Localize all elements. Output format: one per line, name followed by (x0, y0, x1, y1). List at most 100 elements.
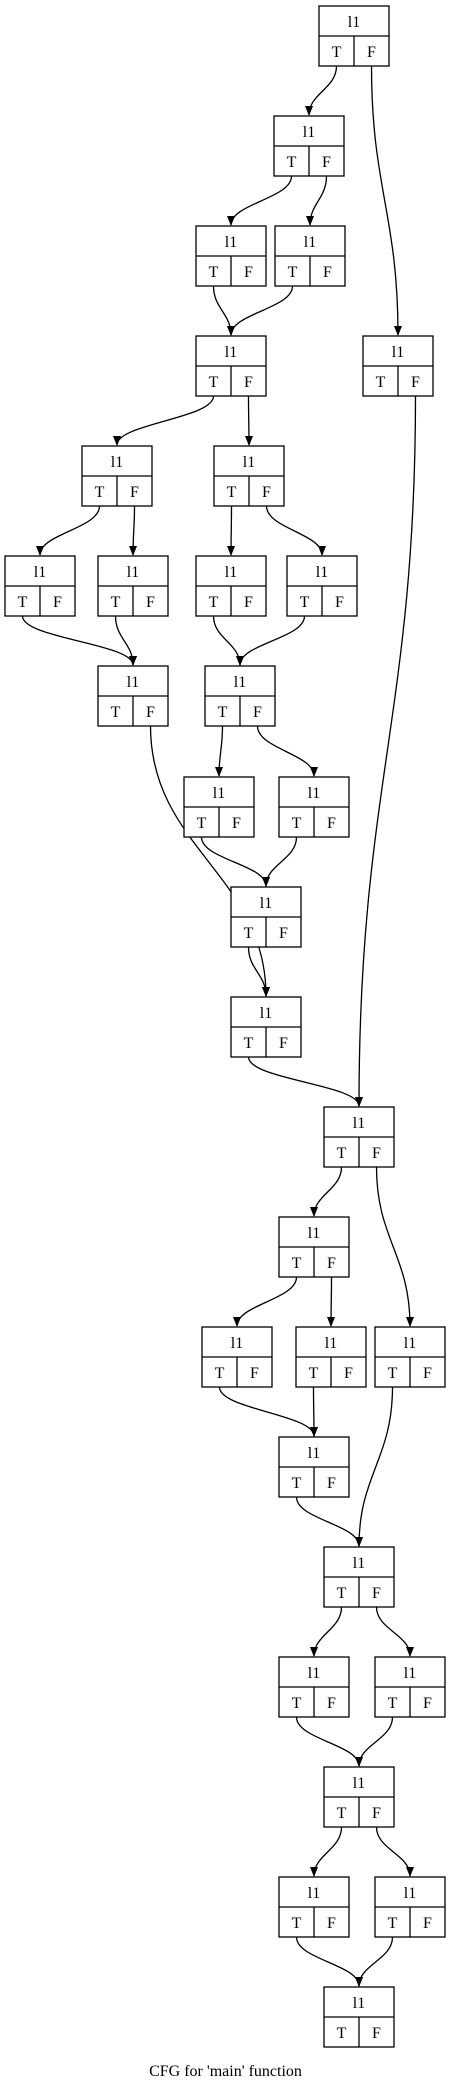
true-port-label: T (337, 1585, 347, 1602)
cfg-edge (306, 175, 328, 226)
cfg-edge (218, 1386, 318, 1437)
true-port-label: T (95, 484, 105, 501)
false-port-label: F (53, 594, 62, 611)
node-label: l1 (353, 1775, 365, 1792)
cfg-edge (295, 1716, 363, 1767)
true-port-label: T (244, 1035, 254, 1052)
false-port-label: F (423, 1915, 432, 1932)
cfg-edge (227, 505, 236, 556)
cfg-edge (355, 1386, 394, 1547)
true-port-label: T (292, 1695, 302, 1712)
cfg-edge (113, 395, 215, 446)
node-label: l1 (308, 1885, 320, 1902)
cfg-node: l1T F (183, 776, 255, 838)
cfg-edge (149, 725, 270, 997)
true-port-label: T (292, 1915, 302, 1932)
node-label: l1 (231, 1335, 243, 1352)
node-label: l1 (260, 895, 272, 912)
node-label: l1 (308, 785, 320, 802)
true-port-label: T (209, 264, 219, 281)
false-port-label: F (232, 815, 241, 832)
true-port-label: T (197, 815, 207, 832)
cfg-node: l1T F (195, 225, 267, 287)
true-port-label: T (215, 1365, 225, 1382)
true-port-label: T (388, 1915, 398, 1932)
false-port-label: F (372, 1805, 381, 1822)
true-port-label: T (337, 2025, 347, 2042)
true-port-label: T (292, 815, 302, 832)
false-port-label: F (146, 704, 155, 721)
true-port-label: T (218, 704, 228, 721)
false-port-label: F (253, 704, 262, 721)
node-label: l1 (127, 674, 139, 691)
false-port-label: F (327, 815, 336, 832)
false-port-label: F (244, 374, 253, 391)
true-port-label: T (332, 44, 342, 61)
false-port-label: F (411, 374, 420, 391)
cfg-edge (212, 615, 244, 666)
false-port-label: F (327, 1475, 336, 1492)
node-label: l1 (234, 674, 246, 691)
cfg-edge (310, 1826, 343, 1877)
cfg-edge (355, 395, 417, 1107)
false-port-label: F (372, 2025, 381, 2042)
cfg-edge (309, 1386, 318, 1437)
false-port-label: F (323, 264, 332, 281)
cfg-edge (215, 725, 224, 777)
cfg-node: l1T F (204, 665, 276, 727)
false-port-label: F (244, 264, 253, 281)
cfg-edge (295, 1936, 363, 1987)
true-port-label: T (388, 1365, 398, 1382)
true-port-label: T (337, 1805, 347, 1822)
true-port-label: T (111, 704, 121, 721)
node-label: l1 (225, 234, 237, 251)
node-label: l1 (213, 785, 225, 802)
cfg-node: l1T F (4, 555, 76, 617)
node-label: l1 (243, 454, 255, 471)
false-port-label: F (279, 925, 288, 942)
true-port-label: T (388, 1695, 398, 1712)
true-port-label: T (18, 594, 28, 611)
node-label: l1 (404, 1335, 416, 1352)
cfg-edge (370, 65, 402, 336)
node-label: l1 (34, 564, 46, 581)
false-port-label: F (322, 154, 331, 171)
cfg-edge (375, 1166, 414, 1327)
cfg-edge (227, 285, 294, 336)
true-port-label: T (287, 154, 297, 171)
true-port-label: T (244, 925, 254, 942)
false-port-label: F (327, 1255, 336, 1272)
cfg-edge (305, 65, 338, 116)
false-port-label: F (250, 1365, 259, 1382)
node-label: l1 (304, 234, 316, 251)
node-label: l1 (260, 1005, 272, 1022)
false-port-label: F (327, 1915, 336, 1932)
false-port-label: F (423, 1365, 432, 1382)
cfg-edge (247, 946, 270, 997)
node-label: l1 (303, 124, 315, 141)
cfg-node: l1T F (201, 1326, 273, 1388)
cfg-node: l1T F (273, 115, 345, 177)
cfg-edge (233, 1276, 298, 1327)
node-label: l1 (392, 344, 404, 361)
true-port-label: T (227, 484, 237, 501)
false-port-label: F (367, 44, 376, 61)
node-label: l1 (308, 1225, 320, 1242)
false-port-label: F (244, 594, 253, 611)
cfg-node: l1T F (230, 886, 302, 948)
cfg-edge (227, 175, 293, 226)
cfg-edge (355, 1716, 394, 1767)
cfg-edge (375, 1606, 414, 1657)
